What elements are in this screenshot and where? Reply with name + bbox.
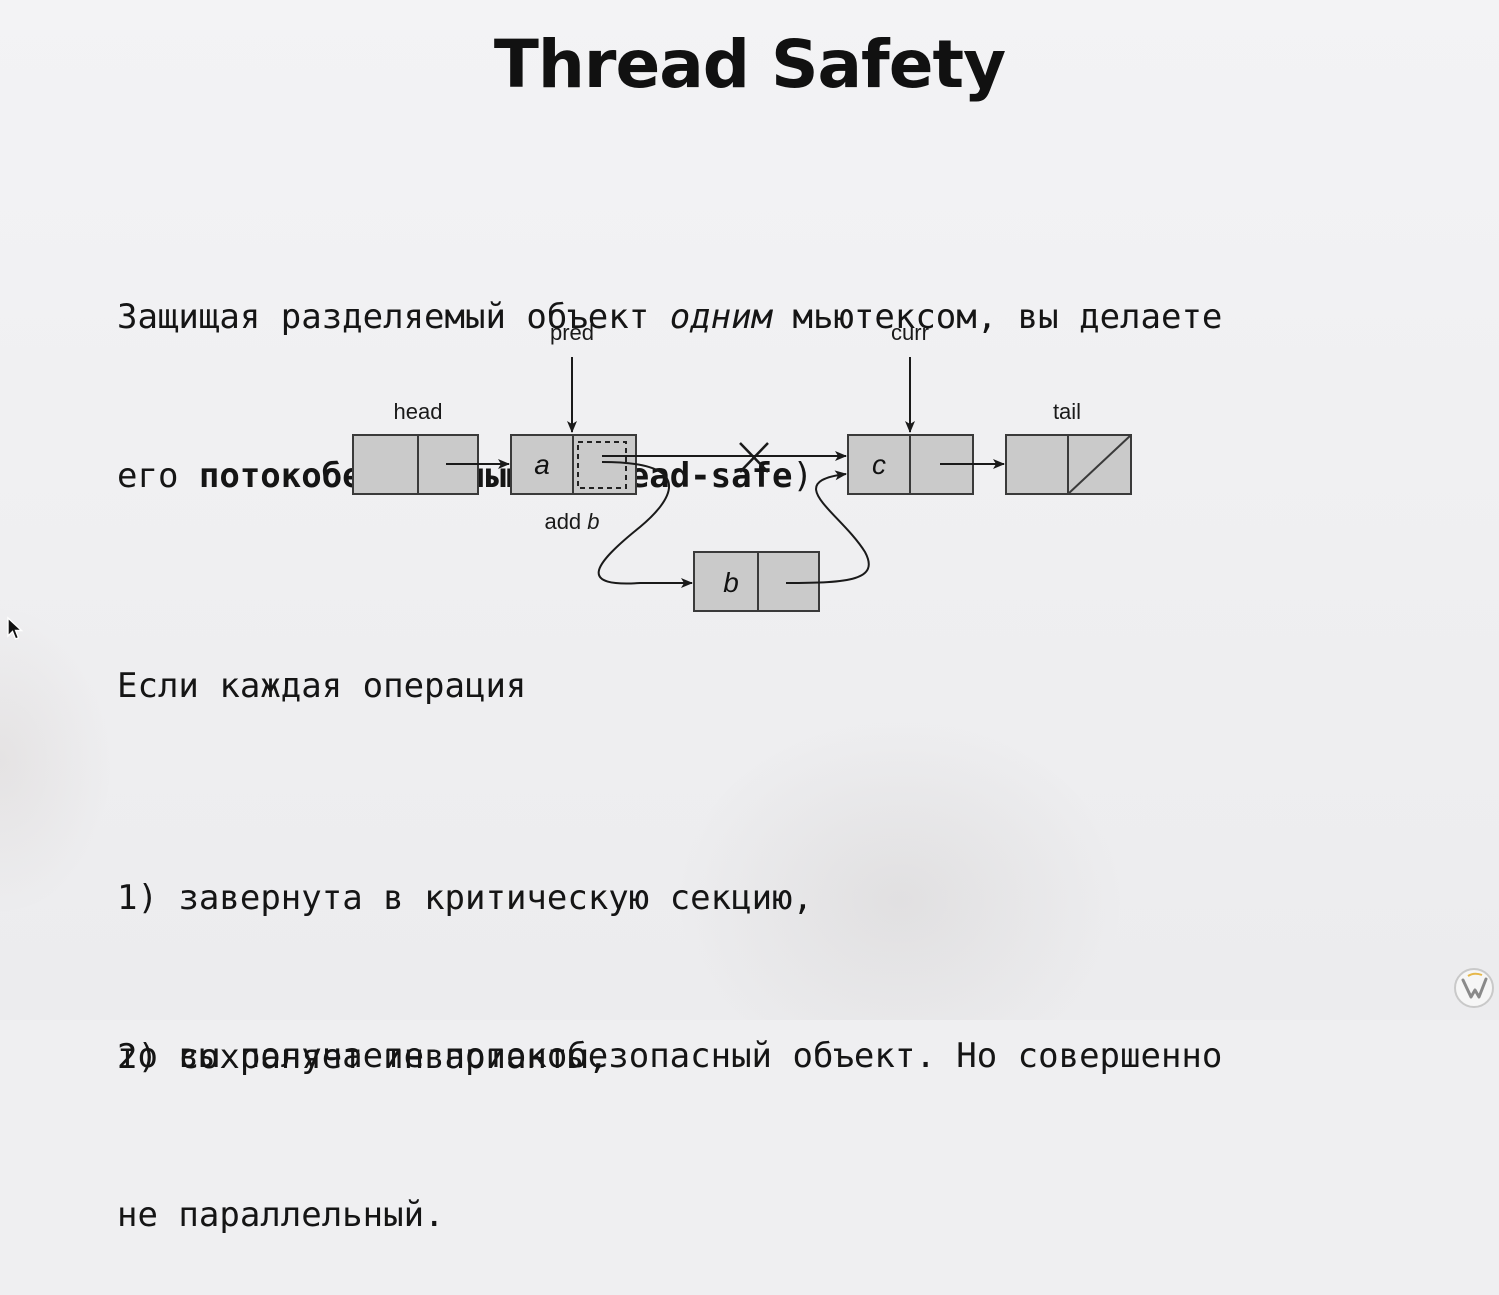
intro-paren-close: )	[792, 456, 814, 496]
tail-label: tail	[1053, 399, 1081, 424]
linked-list-diagram: pred curr head tail a c b	[352, 320, 1132, 612]
slide-background	[0, 0, 1499, 1020]
node-c-value: c	[872, 449, 886, 480]
node-b	[693, 551, 820, 612]
tail-node	[1005, 434, 1132, 495]
conclusion-line-1: то вы получаете потокобезопасный объект.…	[117, 1036, 1223, 1076]
intro-text-before: Защищая разделяемый объект	[117, 297, 670, 337]
tail-null-slash	[1067, 434, 1132, 495]
condition-item-1: 1) завернута в критическую секцию,	[117, 872, 813, 925]
add-b-operation-label: add b	[544, 509, 599, 534]
node-b-value: b	[723, 567, 739, 598]
b-to-c-curve-arrow	[785, 470, 870, 584]
condition-1-marker: 1)	[117, 878, 158, 918]
intro-line-1: Защищая разделяемый объект одним мьютекс…	[117, 291, 1222, 344]
node-a	[510, 434, 637, 495]
add-b-prefix: add	[544, 509, 587, 534]
node-a-value: a	[534, 449, 550, 480]
mouse-cursor-icon	[7, 616, 24, 640]
intro-emphasis: одним	[669, 297, 773, 337]
pred-label: pred	[550, 320, 594, 345]
add-b-var: b	[587, 509, 599, 534]
curr-label: curr	[891, 320, 929, 345]
condition-intro: Если каждая операция	[117, 666, 527, 706]
removed-link-cross-icon	[739, 442, 769, 473]
logo-watermark-icon	[1454, 968, 1494, 1008]
intro-line2-before: его	[117, 456, 199, 496]
conclusion-line-2: не параллельный.	[117, 1195, 445, 1235]
condition-1-text: завернута в критическую секцию,	[178, 878, 813, 918]
conclusion-paragraph: то вы получаете потокобезопасный объект.…	[117, 924, 1222, 1295]
intro-text-after: мьютексом, вы делаете	[772, 297, 1223, 337]
slide-title: Thread Safety	[493, 26, 1006, 103]
head-label: head	[394, 399, 443, 424]
a-to-b-curve-arrow	[597, 461, 693, 588]
node-a-pointer-dashed	[577, 441, 627, 489]
